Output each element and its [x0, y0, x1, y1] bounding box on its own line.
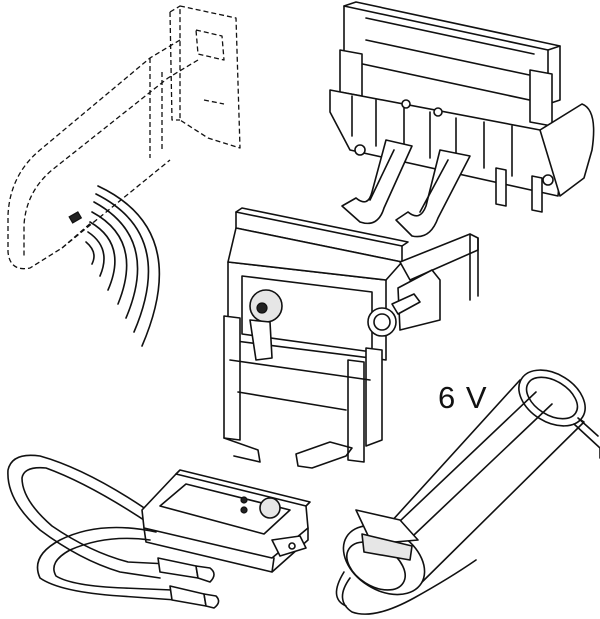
control-box — [141, 469, 311, 573]
flush-valve-unit — [223, 207, 479, 469]
sensor-bracket-dashed — [7, 5, 241, 270]
cable-connector-plugs — [157, 557, 220, 609]
clip-mechanism — [329, 1, 595, 238]
battery-pack — [335, 369, 600, 615]
control-box-cables — [7, 454, 177, 601]
voltage-label: 6 V — [438, 380, 488, 415]
sensor-wave-icon — [85, 185, 161, 347]
